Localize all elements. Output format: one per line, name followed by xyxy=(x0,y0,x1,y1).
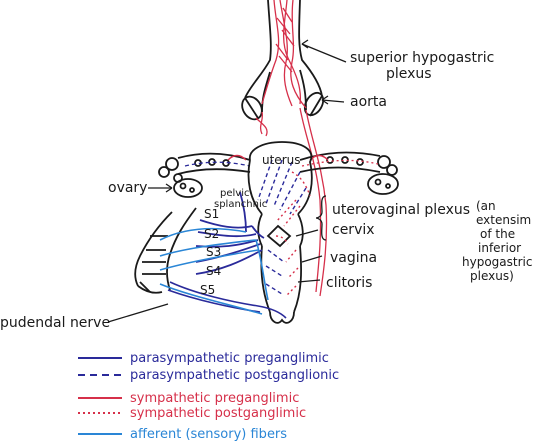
labels: superior hypogastric plexus aorta uterus… xyxy=(0,50,532,331)
label-uterovaginal-plexus: uterovaginal plexus xyxy=(332,202,470,218)
legend-symp-post: sympathetic postganglimic xyxy=(130,406,306,421)
legend: parasympathetic preganglimic parasympath… xyxy=(78,351,339,442)
label-extension-6: plexus) xyxy=(470,269,514,283)
label-vagina: vagina xyxy=(330,250,377,266)
label-pointers xyxy=(107,39,347,323)
label-superior-hypogastric: superior hypogastric xyxy=(350,50,494,66)
label-extension-4: inferior xyxy=(478,241,521,255)
uterus-outline xyxy=(247,141,313,324)
superior-hypogastric-fibers xyxy=(255,0,328,297)
label-extension-3: of the xyxy=(480,227,515,241)
ovary-left xyxy=(173,178,203,198)
sacrum xyxy=(134,207,197,294)
label-s3: S3 xyxy=(206,245,221,259)
legend-para-post: parasympathetic postganglionic xyxy=(130,368,339,383)
legend-afferent: afferent (sensory) fibers xyxy=(130,427,287,442)
legend-symp-pre: sympathetic preganglimic xyxy=(130,391,299,406)
label-s5: S5 xyxy=(200,283,215,297)
label-s1: S1 xyxy=(204,207,219,221)
label-extension-1: (an xyxy=(476,199,496,213)
legend-para-pre: parasympathetic preganglimic xyxy=(130,351,329,366)
label-cervix: cervix xyxy=(332,222,375,238)
label-pelvic: pelvic xyxy=(220,188,249,199)
pudendal-and-afferent-fibers xyxy=(159,227,287,319)
ovary-right xyxy=(367,173,399,195)
aorta-structure xyxy=(241,0,325,121)
label-aorta: aorta xyxy=(350,94,387,110)
label-pudendal-nerve: pudendal nerve xyxy=(0,315,110,331)
uterovaginal-plexus-fibers xyxy=(257,159,311,297)
label-plexus: plexus xyxy=(386,66,432,82)
label-s2: S2 xyxy=(204,227,219,241)
label-clitoris: clitoris xyxy=(326,275,372,291)
label-ovary: ovary xyxy=(108,180,147,196)
label-extension-5: hypogastric xyxy=(462,255,532,269)
label-s4: S4 xyxy=(206,264,221,278)
label-splanchnic: splanchnic xyxy=(214,199,267,210)
label-uterus: uterus xyxy=(262,153,300,167)
label-extension-2: extensim xyxy=(476,213,531,227)
